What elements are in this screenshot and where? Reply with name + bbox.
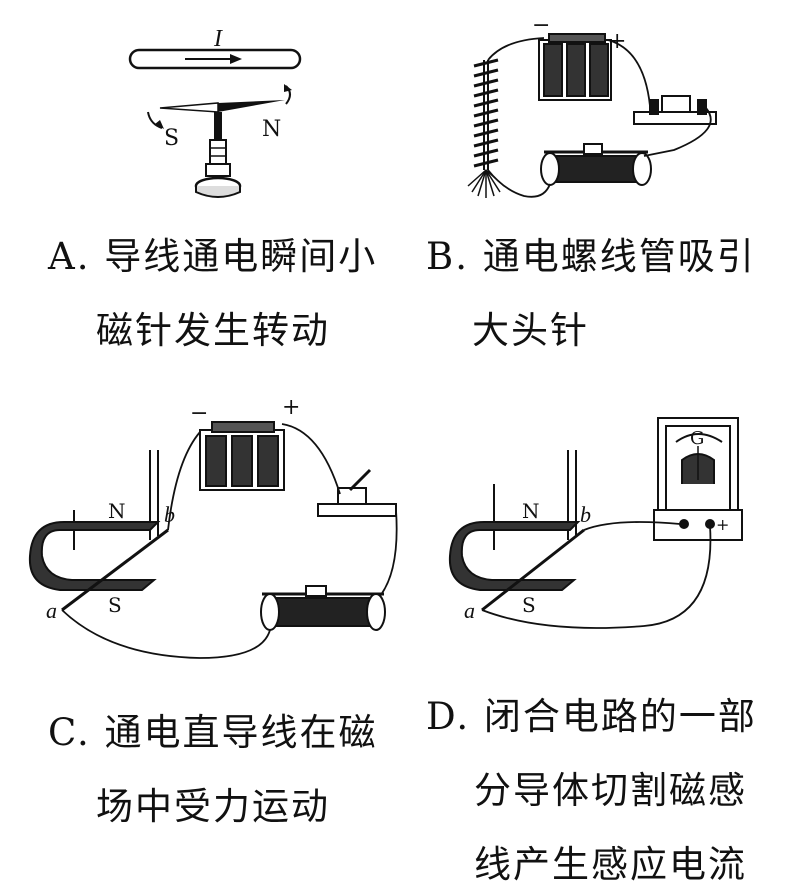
induction-experiment-figure: N S a b G + [448, 417, 743, 629]
galvanometer [653, 417, 743, 541]
solenoid-experiment-figure: − + [467, 13, 717, 198]
panel-d: N S a b G + D. 闭合电路的一部 分导体切割磁感 线产生感应电流 [404, 390, 808, 886]
circuit-wires [487, 37, 712, 198]
galvanometer-label: G [690, 428, 704, 449]
caption-c-line-1: C. 通电直导线在磁 [48, 711, 378, 754]
end-a-label: a [464, 598, 475, 623]
caption-c: C. 通电直导线在磁 场中受力运动 [48, 708, 378, 832]
current-label: I [213, 26, 223, 52]
conductor-rod [481, 528, 585, 612]
horseshoe-magnet [28, 450, 161, 591]
pole-s-label: S [522, 593, 536, 617]
battery-minus: − [532, 13, 550, 38]
horseshoe-magnet [448, 450, 581, 591]
rotation-arrow-left [147, 111, 163, 129]
galvanometer-plus: + [716, 515, 729, 534]
circuit-wires [61, 423, 398, 659]
caption-b-line-1: B. 通电螺线管吸引 [426, 235, 756, 278]
caption-c-line-2: 场中受力运动 [96, 785, 330, 828]
battery-plus: + [608, 29, 626, 54]
motor-experiment-figure: N S a b − + [28, 395, 398, 659]
circuit-wires [481, 521, 712, 629]
caption-a: A. 导线通电瞬间小 磁针发生转动 [48, 232, 377, 356]
compass-pivot [214, 112, 222, 150]
pole-n-label: N [108, 499, 126, 523]
end-a-label: a [46, 598, 57, 623]
knife-switch [317, 468, 397, 517]
caption-d: D. 闭合电路的一部 分导体切割磁感 线产生感应电流 [426, 692, 757, 890]
battery [538, 33, 612, 101]
rheostat [540, 143, 652, 186]
knife-switch [633, 95, 717, 125]
caption-b-line-2: 大头针 [472, 309, 589, 352]
attracted-pins [467, 169, 505, 198]
caption-d-line-2: 分导体切割磁感 [474, 769, 747, 812]
caption-d-line-3: 线产生感应电流 [474, 843, 747, 886]
conductor-rod [61, 528, 169, 612]
solenoid-coil [473, 58, 499, 170]
panel-c: N S a b − + [0, 390, 404, 866]
compass-experiment-figure: I S N [128, 26, 302, 198]
battery [199, 421, 285, 491]
pole-n-label: N [262, 117, 281, 142]
caption-a-line-2: 磁针发生转动 [96, 309, 330, 352]
pole-n-label: N [522, 499, 540, 523]
rheostat [260, 585, 386, 631]
battery-minus: − [190, 401, 208, 426]
pole-s-label: S [164, 126, 179, 151]
battery-plus: + [282, 395, 300, 420]
pole-s-label: S [108, 593, 122, 617]
caption-a-line-1: A. 导线通电瞬间小 [48, 235, 378, 278]
panel-b: − + B. 通电螺线管吸引 大头针 [404, 0, 808, 360]
end-b-label: b [580, 502, 591, 527]
caption-b: B. 通电螺线管吸引 大头针 [426, 232, 756, 356]
panel-a: I S N A. 导线通电瞬间小 磁针发生转动 [0, 0, 404, 360]
caption-d-line-1: D. 闭合电路的一部 [426, 695, 757, 738]
